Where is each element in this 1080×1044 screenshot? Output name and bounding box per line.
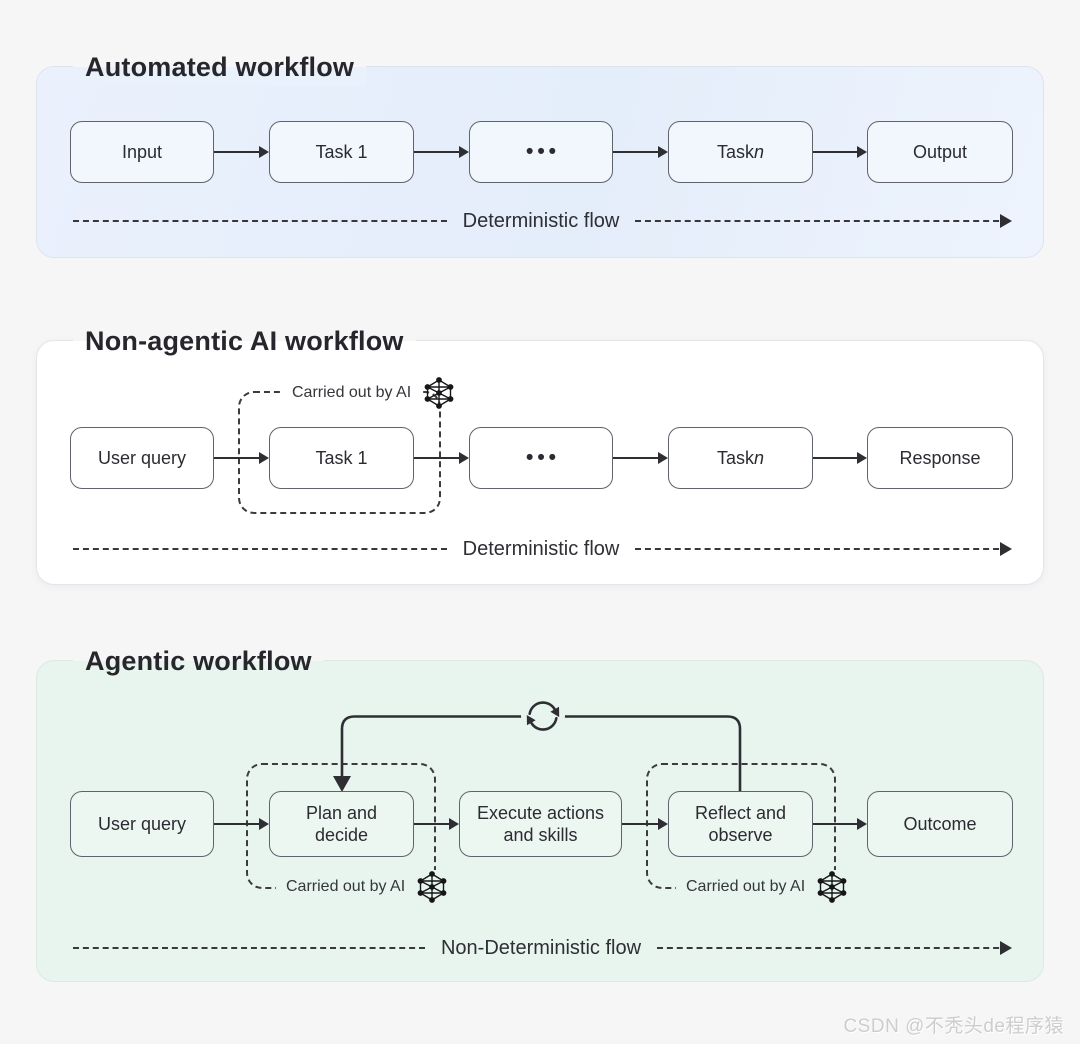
arrow-connector xyxy=(622,822,660,825)
arrow-connector xyxy=(414,822,451,825)
ai-box-label: Carried out by AI xyxy=(282,382,422,404)
node-user-query: User query xyxy=(70,791,214,857)
node-response: Response xyxy=(867,427,1013,489)
dashed-line-arrow xyxy=(635,214,1012,228)
panel-agentic-workflow: Agentic workflow Carried out by AI Carri… xyxy=(36,642,1044,982)
refresh-loop-icon xyxy=(521,694,565,738)
node-execute-actions-and-skills: Execute actions and skills xyxy=(459,791,622,857)
panel-title: Non-agentic AI workflow xyxy=(73,322,416,360)
panel-automated-workflow: Automated workflow Input Task 1 ••• Task… xyxy=(36,48,1044,258)
dashed-line-arrow xyxy=(635,542,1012,556)
ai-box-label: Carried out by AI xyxy=(676,876,816,898)
dashed-line xyxy=(73,220,447,222)
arrow-connector xyxy=(214,150,261,153)
node-input: Input xyxy=(70,121,214,183)
node-plan-and-decide: Plan and decide xyxy=(269,791,414,857)
deterministic-flow-line: Deterministic flow xyxy=(73,206,1012,236)
panel-non-agentic-ai-workflow: Non-agentic AI workflow Carried out by A… xyxy=(36,322,1044,585)
node-task-n: Task n xyxy=(668,427,813,489)
arrow-connector xyxy=(414,150,461,153)
non-deterministic-flow-line: Non-Deterministic flow xyxy=(73,933,1012,963)
ai-box-label: Carried out by AI xyxy=(276,876,416,898)
deterministic-flow-line: Deterministic flow xyxy=(73,534,1012,564)
dashed-line xyxy=(73,548,447,550)
node-task-1: Task 1 xyxy=(269,427,414,489)
arrow-connector xyxy=(214,822,261,825)
node-user-query: User query xyxy=(70,427,214,489)
arrow-connector xyxy=(813,456,859,459)
neural-network-icon xyxy=(815,870,849,904)
arrow-connector xyxy=(813,150,859,153)
neural-network-icon xyxy=(415,870,449,904)
dashed-line xyxy=(73,947,425,949)
dashed-line-arrow xyxy=(657,941,1012,955)
node-output: Output xyxy=(867,121,1013,183)
flow-label: Deterministic flow xyxy=(462,209,620,232)
panel-title: Agentic workflow xyxy=(73,642,324,680)
arrow-connector xyxy=(414,456,461,459)
node-ellipsis: ••• xyxy=(469,427,613,489)
node-task-n: Task n xyxy=(668,121,813,183)
flow-label: Deterministic flow xyxy=(462,537,620,560)
carried-out-by-ai-box: Carried out by AI xyxy=(238,377,454,514)
arrow-connector xyxy=(613,150,660,153)
node-task-1: Task 1 xyxy=(269,121,414,183)
arrow-connector xyxy=(214,456,261,459)
node-outcome: Outcome xyxy=(867,791,1013,857)
node-ellipsis: ••• xyxy=(469,121,613,183)
flow-label: Non-Deterministic flow xyxy=(440,936,642,959)
panel-title: Automated workflow xyxy=(73,48,367,86)
watermark: CSDN @不秃头de程序猿 xyxy=(843,1016,1064,1037)
neural-network-icon xyxy=(424,377,454,409)
arrow-connector xyxy=(613,456,660,459)
node-reflect-and-observe: Reflect and observe xyxy=(668,791,813,857)
arrow-connector xyxy=(813,822,859,825)
